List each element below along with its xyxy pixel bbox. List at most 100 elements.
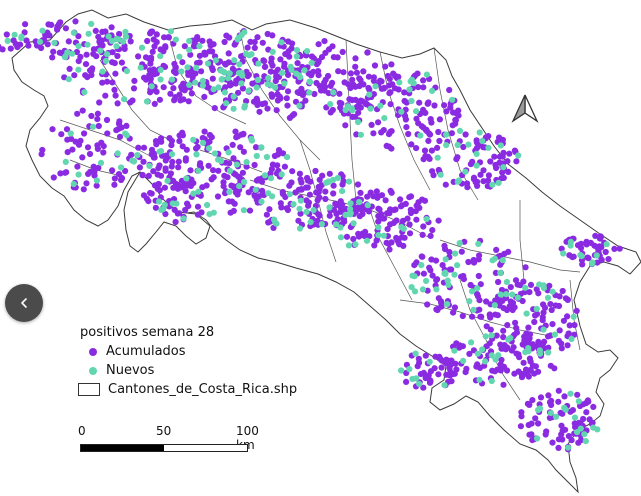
acumulado-point [150, 168, 157, 175]
legend-item-cantones: Cantones_de_Costa_Rica.shp [78, 380, 297, 399]
acumulado-point [298, 186, 305, 193]
acumulado-point [525, 373, 532, 380]
acumulado-point [397, 196, 404, 203]
acumulado-point [147, 189, 154, 197]
nuevo-point [186, 46, 193, 54]
scale-tick-50: 50 [156, 424, 172, 438]
acumulado-point [267, 68, 274, 75]
nuevo-point [296, 225, 304, 232]
nuevo-point [523, 310, 530, 317]
acumulado-point [116, 133, 124, 140]
acumulado-point [388, 128, 395, 135]
acumulado-point [592, 232, 599, 239]
back-button[interactable] [5, 284, 43, 322]
acumulado-point [450, 309, 457, 316]
acumulado-point [239, 85, 246, 92]
acumulado-point [74, 163, 81, 170]
nuevo-point [560, 250, 567, 257]
acumulado-point [349, 113, 356, 120]
acumulado-point [434, 144, 441, 151]
acumulado-point [234, 191, 241, 198]
acumulado-point [83, 51, 90, 58]
nuevo-point [122, 130, 129, 137]
acumulado-point [251, 44, 258, 52]
acumulado-point [199, 37, 206, 44]
acumulado-point [155, 165, 162, 172]
acumulado-point [147, 28, 155, 35]
acumulado-point [498, 175, 505, 182]
acumulado-point [225, 198, 232, 205]
nuevo-point [339, 188, 346, 195]
acumulado-point [277, 56, 284, 63]
acumulado-point [532, 415, 539, 422]
acumulado-point [487, 314, 494, 321]
acumulado-point [364, 193, 371, 200]
nuevo-point [226, 167, 234, 174]
acumulado-point [518, 409, 525, 416]
acumulado-point [545, 344, 552, 351]
acumulado-point [206, 138, 213, 145]
acumulado-point [245, 71, 252, 78]
acumulado-point [437, 356, 444, 363]
acumulado-point [448, 130, 455, 137]
nuevo-point [515, 152, 522, 159]
nuevo-point [61, 54, 69, 61]
acumulado-point [327, 109, 334, 116]
acumulado-point [499, 136, 506, 143]
acumulado-point [420, 223, 427, 230]
acumulado-point [158, 138, 165, 145]
acumulado-point [136, 164, 143, 171]
acumulado-point [491, 153, 498, 160]
acumulado-point [583, 409, 590, 416]
acumulado-point [558, 340, 565, 347]
acumulado-point [315, 41, 322, 48]
nuevo-point [290, 201, 297, 208]
canton-borders [59, 29, 581, 401]
nuevos-points [4, 20, 610, 451]
acumulado-point [194, 36, 201, 43]
acumulado-point [183, 146, 190, 153]
acumulado-point [99, 42, 106, 49]
acumulado-point [185, 98, 192, 105]
nuevo-point [199, 77, 206, 84]
acumulado-point [118, 59, 125, 66]
acumulado-point [426, 131, 434, 138]
acumulado-point [420, 77, 427, 84]
nuevo-point [241, 178, 248, 185]
acumulado-point [535, 290, 542, 297]
nuevo-point [380, 232, 387, 239]
acumulado-point [322, 188, 329, 195]
scale-bar: 0 50 100 km [78, 424, 259, 464]
nuevo-point [577, 252, 584, 259]
nuevo-point [342, 211, 349, 218]
acumulado-point [288, 45, 295, 52]
nuevo-point [205, 145, 213, 152]
acumulado-point [569, 407, 577, 414]
nuevo-point [236, 61, 243, 68]
nuevo-point [409, 272, 416, 279]
nuevo-point [168, 151, 176, 158]
nuevo-point [11, 31, 18, 38]
acumulado-point [388, 145, 395, 152]
acumulado-point [401, 97, 408, 105]
acumulado-point [564, 296, 571, 303]
acumulado-point [109, 167, 116, 174]
nuevo-point [253, 84, 260, 91]
nuevo-point [252, 186, 259, 193]
acumulado-point [487, 158, 494, 165]
nuevo-point [97, 159, 105, 166]
acumulado-point [256, 108, 263, 115]
acumulado-point [114, 52, 121, 60]
nuevo-point [226, 70, 233, 77]
acumulado-point [371, 242, 378, 249]
acumulado-point [413, 115, 420, 122]
acumulado-point [179, 129, 186, 136]
acumulado-point [413, 216, 420, 223]
nuevo-point [81, 89, 88, 96]
acumulado-point [526, 289, 533, 296]
acumulado-point [95, 122, 102, 130]
acumulado-point [383, 239, 390, 246]
acumulado-point [495, 278, 502, 286]
acumulado-point [566, 322, 573, 329]
nuevo-point [238, 80, 245, 87]
